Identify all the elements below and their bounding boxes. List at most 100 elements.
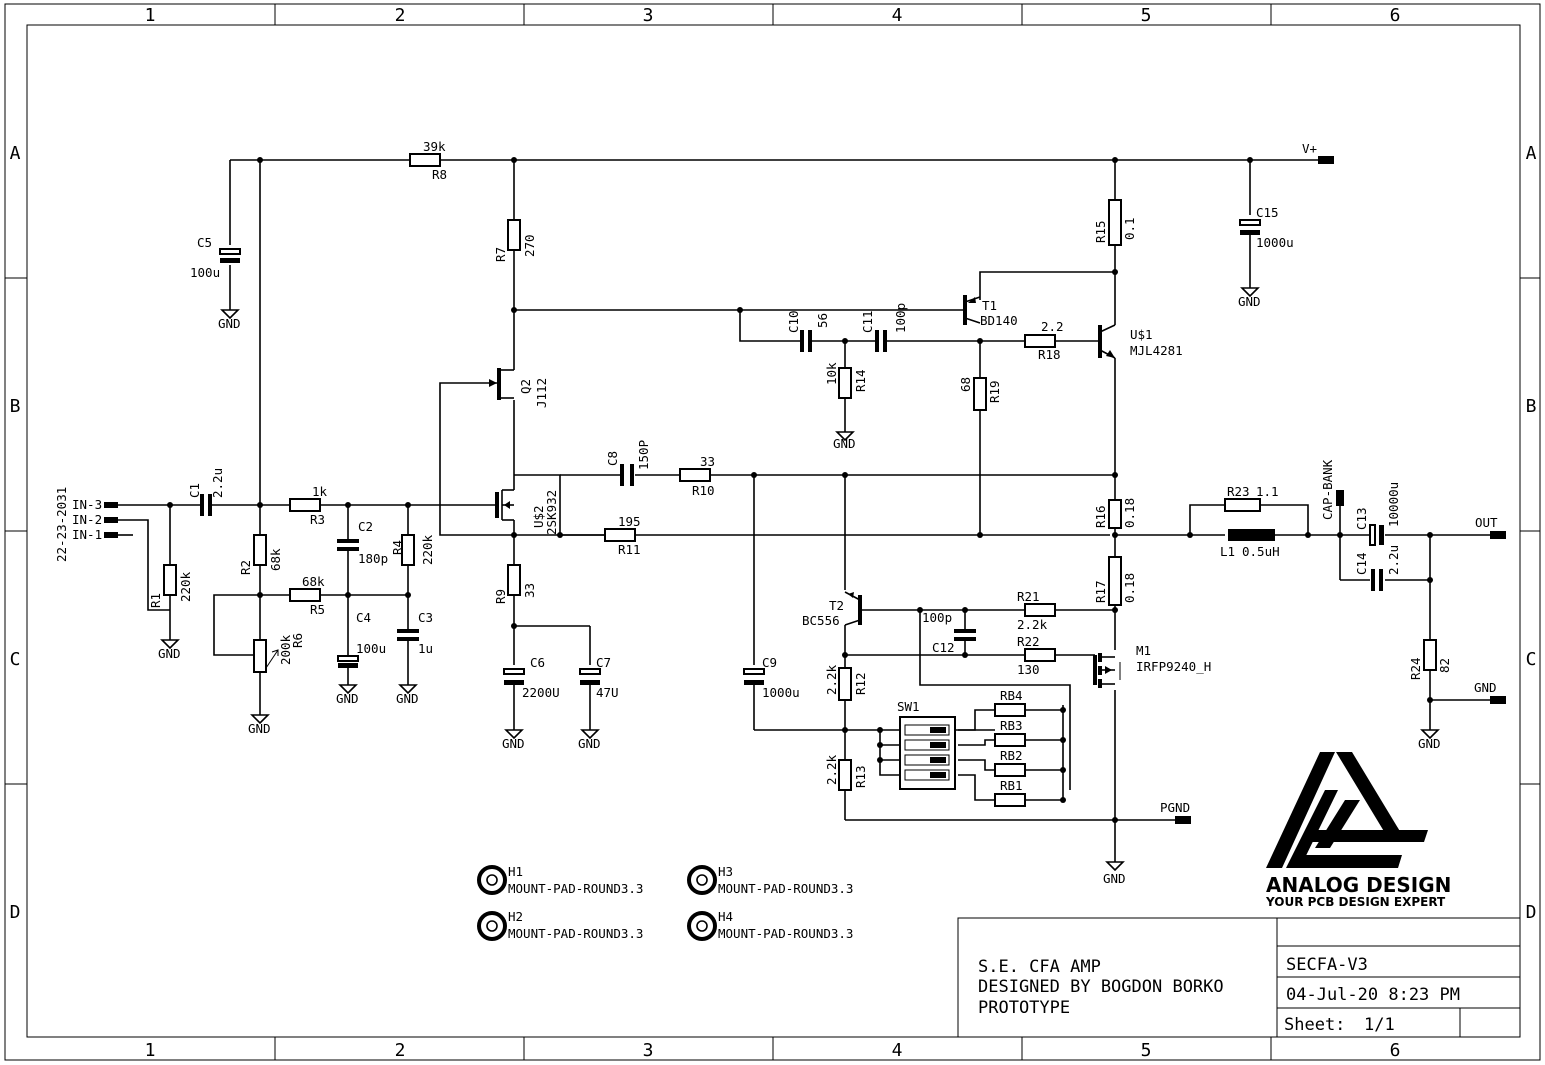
mount-pads [477,865,717,941]
r22-value: 130 [1017,662,1040,677]
transistor-symbols [489,295,1121,688]
r17-ref: R17 [1093,580,1108,603]
gnd-label: GND [1238,294,1261,309]
col-label: 4 [892,1040,903,1061]
r1-ref: R1 [148,593,163,608]
c10-ref: C10 [786,310,801,333]
r19-ref: R19 [987,380,1002,403]
c14-value: 2.2u [1386,545,1401,575]
resistor-r23 [1224,498,1261,512]
dip-switch-sw1 [899,716,956,790]
gnd-label: GND [578,736,601,751]
resistor-r17 [1108,556,1122,606]
h3-value: MOUNT-PAD-ROUND3.3 [718,881,853,896]
drawing-number: SECFA-V3 [1286,955,1368,975]
rb4-ref: RB4 [1000,688,1023,703]
vplus-label: V+ [1302,141,1317,156]
t1-value: BD140 [980,313,1018,328]
gnd-label: GND [1103,871,1126,886]
c11-ref: C11 [860,310,875,333]
m1-value: IRFP9240_H [1136,659,1211,674]
h2-value: MOUNT-PAD-ROUND3.3 [508,926,643,941]
cap-bank-pin [1336,490,1344,506]
col-label: 1 [145,5,156,26]
in1-label: IN-1 [72,527,102,542]
t2-value: BC556 [802,613,840,628]
resistor-r19 [973,377,987,411]
mount-pad-h1 [477,865,507,895]
c7-ref: C7 [596,655,611,670]
resistor-r1 [163,564,177,596]
title-line-1: S.E. CFA AMP [978,957,1101,977]
r16-value: 0.18 [1122,498,1137,528]
resistor-r3 [289,498,321,512]
m1-ref: M1 [1136,643,1151,658]
title-block: S.E. CFA AMP DESIGNED BY BOGDON BORKO PR… [957,917,1521,1038]
r18-value: 2.2 [1041,319,1064,334]
c15-ref: C15 [1256,205,1279,220]
r9-ref: R9 [493,589,508,604]
c6-ref: C6 [530,655,545,670]
resistor-r24 [1423,639,1437,671]
resistor-symbols [163,153,1437,807]
resistor-rb4 [994,703,1026,717]
frame-row-labels: A B C D A B C D [10,143,1537,923]
resistor-rb3 [994,733,1026,747]
mount-pad-h3 [687,865,717,895]
resistor-r14 [838,367,852,399]
pgnd-pin [1175,816,1191,824]
inductor-l1 [1228,529,1275,541]
in2-pin [104,517,118,523]
col-label: 5 [1141,5,1152,26]
c4-value: 100u [356,641,386,656]
r21-ref: R21 [1017,589,1040,604]
c9-value: 1000u [762,685,800,700]
r7-value: 270 [522,234,537,257]
row-label: A [10,143,21,164]
c12-value: 100p [922,610,952,625]
r19-value: 68 [958,377,973,392]
capacitor-symbols [200,330,1383,641]
r2-ref: R2 [238,560,253,575]
gnd-label: GND [158,646,181,661]
resistor-r8 [409,153,441,167]
h4-ref: H4 [718,909,733,924]
title-line-3: PROTOTYPE [978,998,1070,1018]
out-pin [1490,531,1506,539]
col-label: 3 [643,1040,654,1061]
title-line-2: DESIGNED BY BOGDON BORKO [978,977,1224,997]
r15-ref: R15 [1093,220,1108,243]
l1-value: 0.5uH [1242,544,1280,559]
r9-value: 33 [522,583,537,598]
r17-value: 0.18 [1122,573,1137,603]
gnd-out-label: GND [1474,680,1497,695]
h1-value: MOUNT-PAD-ROUND3.3 [508,881,643,896]
vplus-pin [1318,156,1334,164]
r8-value: 39k [423,139,446,154]
c3-ref: C3 [418,610,433,625]
r15-value: 0.1 [1122,217,1137,240]
r13-value: 2.2k [824,754,839,785]
resistor-r12 [838,667,852,701]
u1-value: MJL4281 [1130,343,1183,358]
c5-value: 100u [190,265,220,280]
t2-ref: T2 [829,598,844,613]
h2-ref: H2 [508,909,523,924]
c8-ref: C8 [605,451,620,466]
cap-bank-label: CAP-BANK [1320,459,1335,520]
c4-ref: C4 [356,610,371,625]
c5-ref: C5 [197,235,212,250]
junction-dots [167,157,1433,823]
resistor-r10 [679,468,711,482]
resistor-r15 [1108,199,1122,246]
c3-value: 1u [418,641,433,656]
rb1-ref: RB1 [1000,778,1023,793]
r12-ref: R12 [853,672,868,695]
gnd-label: GND [1418,736,1441,751]
polarized-capacitor-symbols [219,219,1384,685]
sheet-value: 1/1 [1364,1015,1395,1035]
c7-value: 47U [596,685,619,700]
col-label: 2 [395,5,406,26]
row-label: C [1526,649,1537,670]
